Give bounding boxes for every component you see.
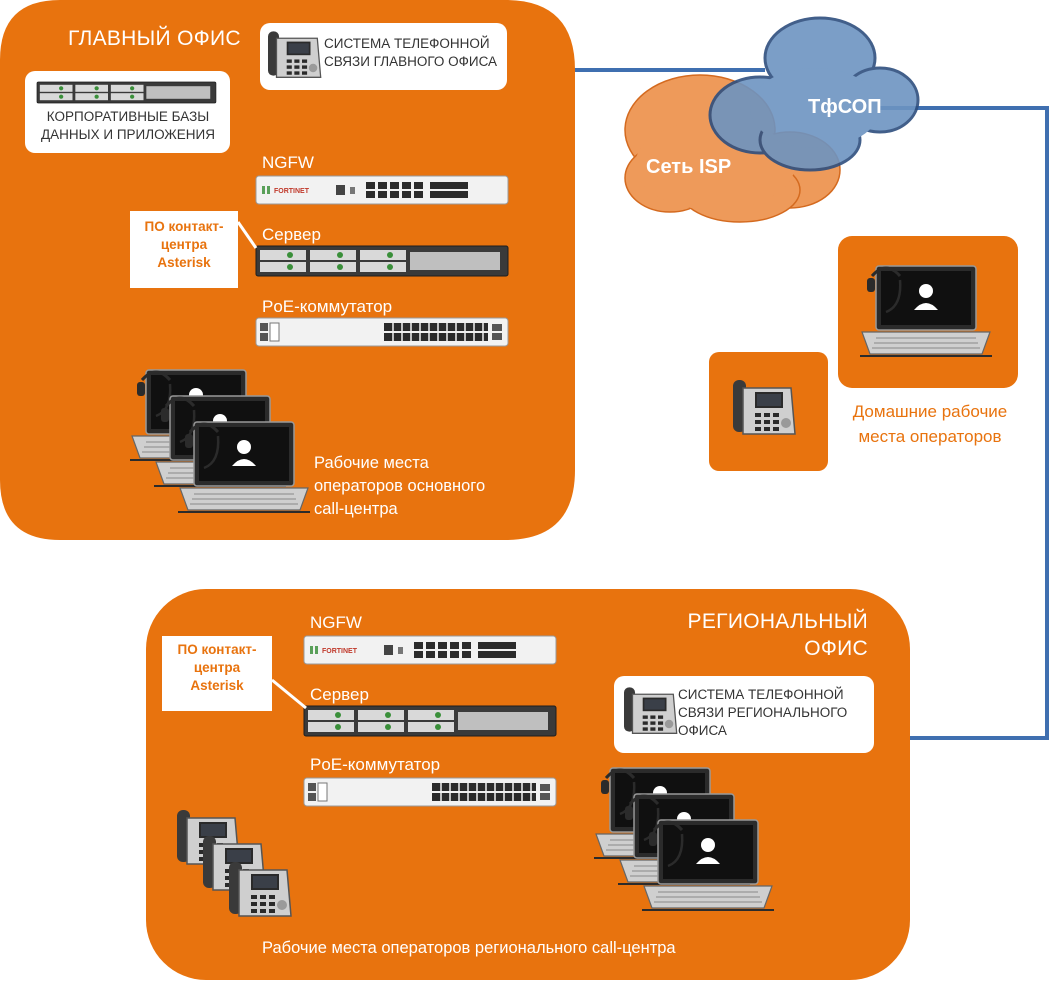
main-server-device: [255, 245, 509, 277]
regional-poe-switch-device: [303, 777, 557, 807]
main-phone-system-label: СИСТЕМА ТЕЛЕФОННОЙ СВЯЗИ ГЛАВНОГО ОФИСА: [324, 36, 498, 70]
server-rack-icon: [255, 245, 509, 277]
isp-cloud-label: Сеть ISP: [646, 156, 732, 178]
brand-logo-text: FORTINET: [274, 188, 310, 195]
ip-phone-icon: [623, 686, 678, 734]
pstn-cloud: [708, 16, 920, 172]
regional-server-label: Сервер: [310, 685, 369, 704]
regional-software-note: ПО контакт- центра Asterisk: [162, 641, 272, 696]
main-databases-label: КОРПОРАТИВНЫЕ БАЗЫ ДАННЫХ И ПРИЛОЖЕНИЯ: [41, 109, 215, 143]
laptop-headset-icon: [640, 818, 776, 912]
regional-office-title: РЕГИОНАЛЬНЫЙ ОФИС: [687, 610, 868, 661]
main-office-title: ГЛАВНЫЙ ОФИС: [68, 27, 241, 50]
main-databases-card: [25, 71, 230, 153]
home-ip-phone-icon: [732, 379, 796, 435]
ip-phone-icon: [228, 861, 292, 917]
main-ngfw-label: NGFW: [262, 153, 314, 172]
home-laptop-icon: [858, 264, 994, 358]
home-operators-label: Домашние рабочие места операторов: [852, 402, 1008, 446]
regional-ngfw-device: FORTINET: [303, 635, 557, 665]
regional-poe-switch-label: PoE-коммутатор: [310, 755, 441, 774]
regional-note-pointer: [271, 678, 307, 710]
switch-icon: [303, 777, 557, 807]
pstn-cloud-label: ТфСОП: [808, 96, 882, 118]
brand-logo-text: FORTINET: [322, 648, 358, 655]
regional-phone-system-label: СИСТЕМА ТЕЛЕФОННОЙ СВЯЗИ РЕГИОНАЛЬНОГО О…: [678, 687, 848, 739]
main-poe-switch-label: PoE-коммутатор: [262, 297, 393, 316]
regional-phone-system-card: [614, 676, 874, 753]
main-poe-switch-device: [255, 317, 509, 347]
regional-operators-label: Рабочие места операторов регионального c…: [262, 939, 676, 957]
server-rack-icon: [303, 705, 557, 737]
regional-ngfw-label: NGFW: [310, 613, 362, 632]
main-note-pointer: [236, 221, 258, 249]
laptop-headset-icon: [176, 420, 312, 514]
main-ngfw-device: FORTINET: [255, 175, 509, 205]
ip-phone-icon: [267, 30, 322, 78]
regional-server-device: [303, 705, 557, 737]
server-rack-icon: [36, 81, 217, 104]
main-software-note: ПО контакт- центра Asterisk: [130, 218, 238, 273]
main-operators-label: Рабочие места операторов основного call-…: [314, 454, 486, 519]
main-phone-system-card: [260, 23, 507, 90]
main-server-label: Сервер: [262, 225, 321, 244]
switch-icon: [255, 317, 509, 347]
